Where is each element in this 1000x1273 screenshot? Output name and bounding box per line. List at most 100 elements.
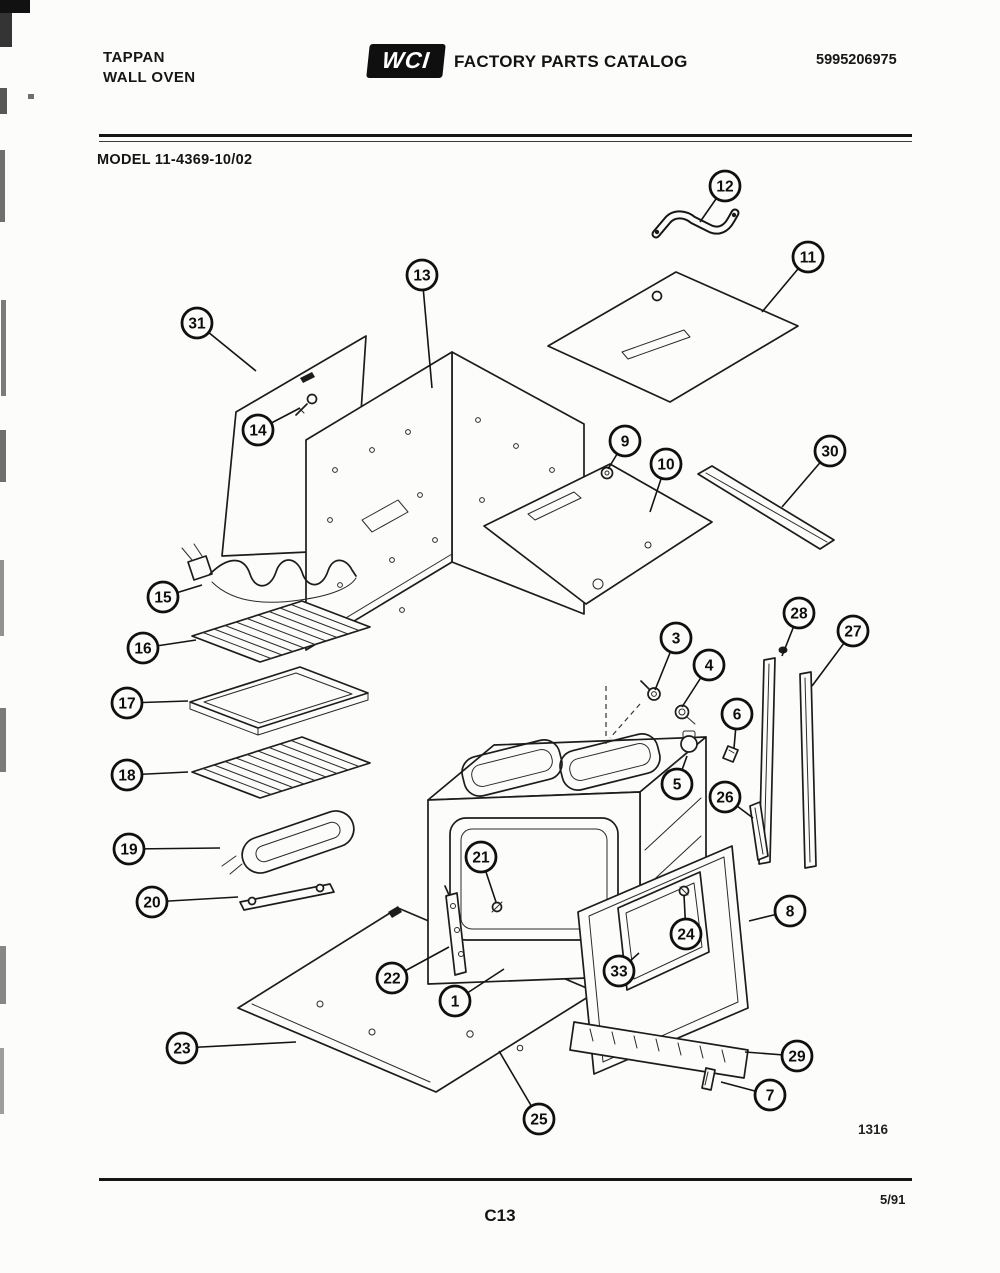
part-trim-strip-top xyxy=(697,465,835,550)
svg-text:6: 6 xyxy=(733,707,742,724)
page-code: C13 xyxy=(484,1206,516,1225)
scan-artifact xyxy=(1,300,6,396)
callout-4: 4 xyxy=(681,648,726,708)
callout-3: 3 xyxy=(654,621,693,691)
callout-12: 12 xyxy=(699,169,742,223)
callout-25: 25 xyxy=(498,1050,556,1136)
callout-18: 18 xyxy=(110,758,189,792)
svg-text:9: 9 xyxy=(621,434,630,451)
scan-artifact xyxy=(0,13,12,47)
svg-text:3: 3 xyxy=(672,631,681,648)
brand-line-1: TAPPAN xyxy=(103,49,165,66)
callout-7: 7 xyxy=(720,1078,787,1112)
part-screw-24 xyxy=(678,885,690,897)
callout-23: 23 xyxy=(165,1031,297,1065)
part-grommet xyxy=(600,466,614,480)
callout-33: 33 xyxy=(602,952,640,988)
svg-text:33: 33 xyxy=(610,964,628,981)
scan-artifact xyxy=(0,150,5,222)
svg-text:18: 18 xyxy=(118,768,136,785)
svg-text:27: 27 xyxy=(844,624,861,641)
callout-15: 15 xyxy=(146,580,203,614)
document-number: 5995206975 xyxy=(816,52,897,68)
part-oven-rack-lower xyxy=(191,736,371,799)
svg-text:10: 10 xyxy=(657,457,674,474)
part-oven-rack-upper xyxy=(191,600,371,663)
part-trim-strip-28 xyxy=(758,646,788,865)
part-thermostat-group xyxy=(605,680,739,771)
header-rule-thin xyxy=(99,141,912,142)
part-strap-bracket xyxy=(651,208,740,239)
callout-9: 9 xyxy=(607,424,642,470)
scan-artifact xyxy=(0,0,30,13)
svg-text:20: 20 xyxy=(143,895,160,912)
svg-text:14: 14 xyxy=(249,423,267,440)
callout-8: 8 xyxy=(748,894,807,928)
callout-22: 22 xyxy=(375,946,450,995)
date-code: 5/91 xyxy=(880,1192,906,1207)
callout-13: 13 xyxy=(405,258,439,389)
svg-text:21: 21 xyxy=(472,850,490,867)
svg-text:5: 5 xyxy=(673,777,682,794)
part-element-bracket xyxy=(239,883,335,911)
svg-text:15: 15 xyxy=(154,590,172,607)
part-broiler-pan xyxy=(189,666,369,736)
scan-artifact xyxy=(0,560,4,636)
svg-text:11: 11 xyxy=(800,250,817,267)
part-screw-21 xyxy=(491,901,503,913)
svg-text:12: 12 xyxy=(716,179,733,196)
svg-text:1: 1 xyxy=(451,994,460,1011)
callout-27: 27 xyxy=(811,614,870,687)
callout-14: 14 xyxy=(241,407,301,447)
svg-text:26: 26 xyxy=(716,790,734,807)
svg-text:28: 28 xyxy=(790,606,808,623)
svg-text:17: 17 xyxy=(118,696,135,713)
svg-text:30: 30 xyxy=(821,444,838,461)
svg-text:29: 29 xyxy=(788,1049,806,1066)
callout-6: 6 xyxy=(720,697,754,749)
svg-text:24: 24 xyxy=(677,927,695,944)
callout-24: 24 xyxy=(669,894,703,951)
part-hinge-arm xyxy=(444,885,467,976)
callout-19: 19 xyxy=(112,832,221,866)
part-clip xyxy=(701,1067,716,1091)
part-trim-strip-27 xyxy=(799,671,817,869)
callout-1: 1 xyxy=(438,968,505,1018)
callout-17: 17 xyxy=(110,686,189,720)
callout-21: 21 xyxy=(464,840,498,903)
brand-line-2: WALL OVEN xyxy=(103,69,196,86)
svg-text:16: 16 xyxy=(134,641,152,658)
footer-rule xyxy=(99,1178,912,1181)
callout-30: 30 xyxy=(781,434,847,508)
figure-code: 1316 xyxy=(858,1122,889,1137)
svg-text:4: 4 xyxy=(705,658,714,675)
callout-31: 31 xyxy=(180,306,257,372)
scan-artifact xyxy=(0,708,6,772)
svg-text:22: 22 xyxy=(383,971,400,988)
header-rule-thick xyxy=(99,134,912,137)
scan-artifact xyxy=(0,88,7,114)
part-screw-14 xyxy=(295,393,318,416)
brand-block: TAPPAN WALL OVEN xyxy=(103,48,196,88)
part-bake-element xyxy=(221,810,355,875)
svg-text:7: 7 xyxy=(766,1088,775,1105)
svg-text:31: 31 xyxy=(188,316,206,333)
scan-artifact xyxy=(0,946,6,1004)
scan-artifact xyxy=(0,430,6,482)
svg-text:19: 19 xyxy=(120,842,138,859)
callout-5: 5 xyxy=(660,755,694,801)
part-broil-element xyxy=(181,543,357,603)
callout-11: 11 xyxy=(761,240,825,313)
callout-29: 29 xyxy=(744,1039,814,1073)
part-door-panel xyxy=(577,845,749,1075)
catalog-title: FACTORY PARTS CATALOG xyxy=(454,52,688,71)
callout-26: 26 xyxy=(708,780,754,819)
callout-20: 20 xyxy=(135,885,239,919)
svg-text:8: 8 xyxy=(786,904,795,921)
svg-text:13: 13 xyxy=(413,268,431,285)
callout-16: 16 xyxy=(126,631,197,665)
callout-10: 10 xyxy=(649,447,683,513)
svg-text:25: 25 xyxy=(530,1112,548,1129)
part-trim-strip-26 xyxy=(749,801,769,861)
model-number: MODEL 11-4369-10/02 xyxy=(97,152,253,168)
